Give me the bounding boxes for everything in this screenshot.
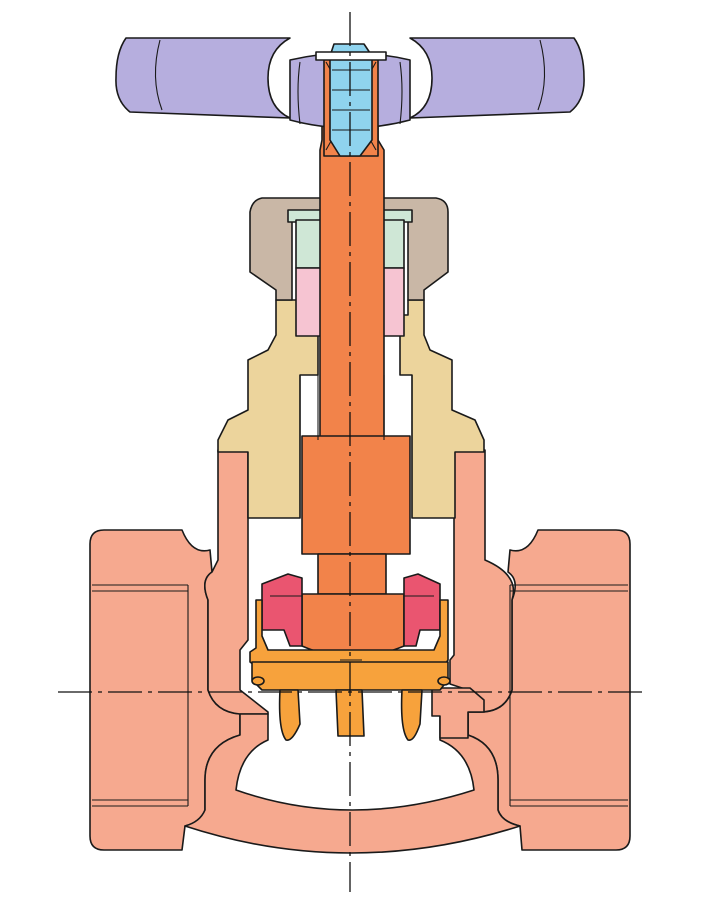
valve-body [89, 449, 631, 854]
handwheel-washer [315, 51, 387, 61]
disc-right [403, 573, 441, 647]
right-neck-wall [449, 449, 515, 713]
right-thread-lines [509, 584, 628, 807]
stem-lower-collar [301, 435, 411, 555]
handwheel-nut-thread [332, 69, 370, 131]
stem-neck [317, 553, 387, 595]
handwheel-nut [329, 43, 373, 157]
left-thread-lines [92, 584, 189, 807]
handwheel-right-spoke [409, 37, 585, 119]
bonnet [217, 299, 485, 519]
disc-left [261, 573, 303, 647]
handwheel-left-spoke [115, 37, 291, 119]
disc-guide-right [400, 689, 423, 741]
disc [261, 573, 441, 647]
stem-head [301, 593, 405, 658]
body-bowl [184, 713, 521, 854]
seat-bridge [431, 687, 485, 739]
left-neck-wall [204, 449, 269, 715]
seat-rings [251, 676, 451, 686]
disc-guide-left [278, 689, 301, 741]
disc-holder-cage [249, 599, 449, 673]
